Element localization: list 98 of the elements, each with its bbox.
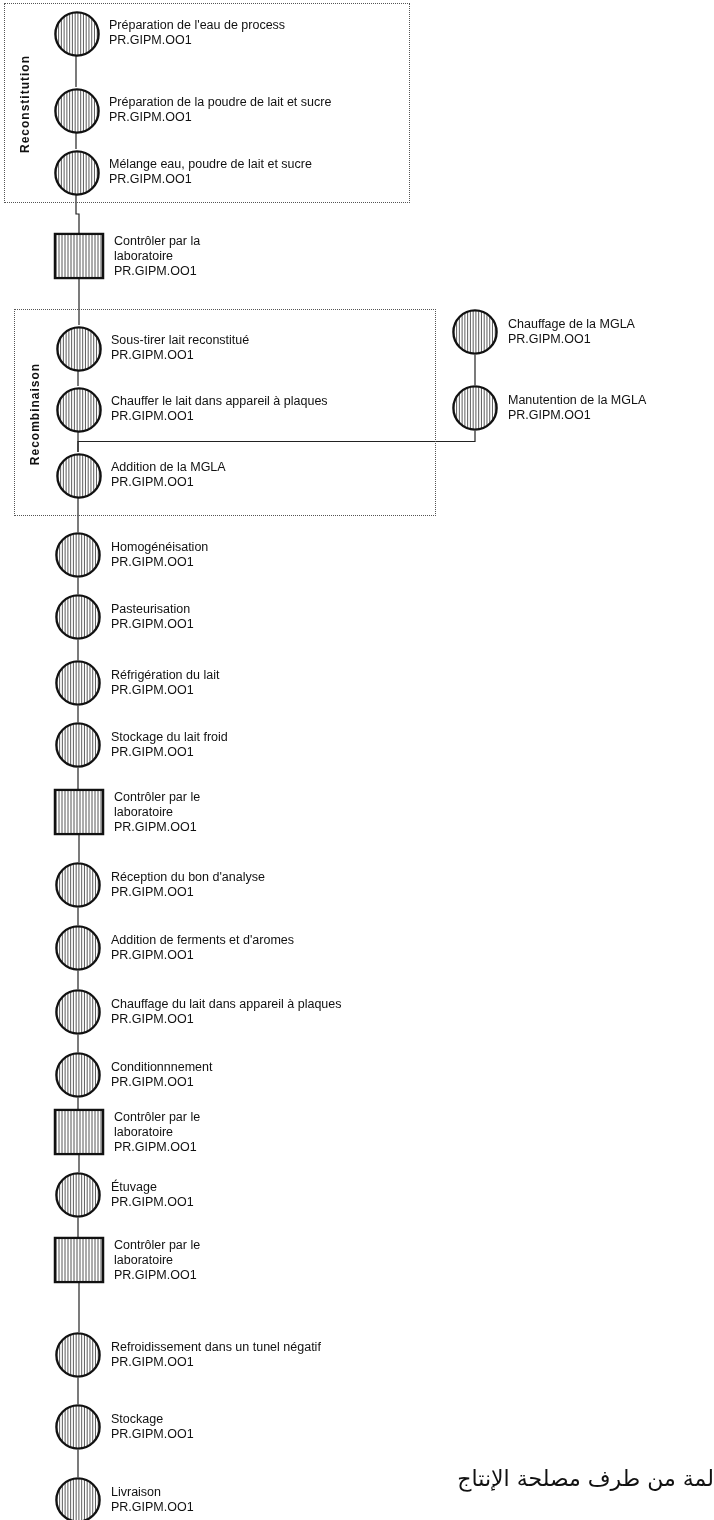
procedure-code: PR.GIPM.OO1 <box>111 409 194 424</box>
step-name: Conditionnnement <box>111 1060 213 1075</box>
group-title: Recombinaison <box>28 362 43 465</box>
connector-line <box>77 907 79 926</box>
procedure-code: PR.GIPM.OO1 <box>111 348 194 363</box>
procedure-code: PR.GIPM.OO1 <box>111 1500 194 1515</box>
process-circle <box>55 989 101 1035</box>
step-name: Addition de ferments et d'aromes <box>111 933 295 948</box>
process-circle <box>54 150 100 196</box>
step-name: Addition de la MGLA <box>111 460 226 475</box>
connector-line <box>77 767 79 790</box>
procedure-code: PR.GIPM.OO1 <box>111 1075 194 1090</box>
procedure-code: PR.GIPM.OO1 <box>109 33 192 48</box>
connector-line <box>77 1097 79 1110</box>
connector-line <box>78 278 80 326</box>
dashed-group-frame <box>4 3 410 203</box>
connector-line <box>77 1034 79 1053</box>
procedure-code: PR.GIPM.OO1 <box>111 1427 194 1442</box>
footer-note: لمة من طرف مصلحة الإنتاج <box>457 1466 714 1491</box>
step-name: Contrôler par le laboratoire <box>114 1237 202 1268</box>
procedure-code: PR.GIPM.OO1 <box>111 555 194 570</box>
procedure-code: PR.GIPM.OO1 <box>111 1355 194 1370</box>
connector-line <box>77 370 79 387</box>
process-circle <box>55 862 101 908</box>
process-circle <box>55 1404 101 1450</box>
connector-line <box>77 430 476 453</box>
process-circle <box>54 11 100 57</box>
process-circle <box>452 309 498 355</box>
step-name: Stockage du lait froid <box>111 730 228 745</box>
procedure-code: PR.GIPM.OO1 <box>111 885 194 900</box>
step-name: Contrôler par la laboratoire <box>114 233 202 264</box>
process-circle <box>55 1172 101 1218</box>
procedure-code: PR.GIPM.OO1 <box>508 332 591 347</box>
step-name: Pasteurisation <box>111 602 191 617</box>
connector-line <box>77 970 79 990</box>
step-name: Réception du bon d'analyse <box>111 870 265 885</box>
process-circle <box>55 532 101 578</box>
procedure-code: PR.GIPM.OO1 <box>111 1012 194 1027</box>
step-name: Contrôler par le laboratoire <box>114 1109 202 1140</box>
process-circle <box>55 925 101 971</box>
step-name: Réfrigération du lait <box>111 668 220 683</box>
step-name: Préparation de l'eau de process <box>109 18 286 33</box>
process-circle <box>56 326 102 372</box>
inspection-square <box>54 233 104 279</box>
procedure-code: PR.GIPM.OO1 <box>114 819 197 835</box>
connector-line <box>77 1217 79 1238</box>
process-circle <box>54 88 100 134</box>
step-name: Stockage <box>111 1412 164 1427</box>
procedure-code: PR.GIPM.OO1 <box>114 263 197 279</box>
procedure-code: PR.GIPM.OO1 <box>111 617 194 632</box>
procedure-code: PR.GIPM.OO1 <box>111 475 194 490</box>
step-name: Sous-tirer lait reconstitué <box>111 333 250 348</box>
connector-line <box>78 834 80 863</box>
procedure-code: PR.GIPM.OO1 <box>109 110 192 125</box>
connector-line <box>77 639 79 661</box>
step-name: Chauffer le lait dans appareil à plaques <box>111 394 328 409</box>
connector-line <box>77 1449 79 1478</box>
procedure-code: PR.GIPM.OO1 <box>508 408 591 423</box>
connector-line <box>474 354 476 386</box>
dashed-group-frame <box>14 309 436 516</box>
step-name: Mélange eau, poudre de lait et sucre <box>109 157 312 172</box>
connector-line <box>77 577 79 595</box>
connector-line <box>77 1377 79 1405</box>
procedure-code: PR.GIPM.OO1 <box>111 948 194 963</box>
procedure-code: PR.GIPM.OO1 <box>111 745 194 760</box>
inspection-square <box>54 789 104 835</box>
process-circle <box>55 1332 101 1378</box>
step-name: Étuvage <box>111 1180 157 1195</box>
step-name: Livraison <box>111 1485 162 1500</box>
connector-line <box>78 1282 80 1333</box>
procedure-code: PR.GIPM.OO1 <box>114 1139 197 1155</box>
connector-line <box>75 132 77 150</box>
procedure-code: PR.GIPM.OO1 <box>111 1195 194 1210</box>
step-name: Préparation de la poudre de lait et sucre <box>109 95 332 110</box>
step-name: Chauffage de la MGLA <box>508 317 635 332</box>
group-title: Reconstitution <box>18 55 32 153</box>
procedure-code: PR.GIPM.OO1 <box>111 683 194 698</box>
procedure-code: PR.GIPM.OO1 <box>114 1267 197 1283</box>
inspection-square <box>54 1109 104 1155</box>
step-name: Chauffage du lait dans appareil à plaques <box>111 997 342 1012</box>
process-circle <box>452 385 498 431</box>
process-circle <box>55 594 101 640</box>
inspection-square <box>54 1237 104 1283</box>
step-name: Contrôler par le laboratoire <box>114 789 202 820</box>
process-circle <box>55 1052 101 1098</box>
connector-line <box>75 55 77 88</box>
process-circle <box>56 387 102 433</box>
process-circle <box>55 660 101 706</box>
process-circle <box>55 722 101 768</box>
step-name: Refroidissement dans un tunel négatif <box>111 1340 321 1355</box>
connector-line <box>77 705 79 723</box>
connector-line <box>75 194 80 234</box>
procedure-code: PR.GIPM.OO1 <box>109 172 192 187</box>
connector-line <box>77 497 79 533</box>
step-name: Homogénéisation <box>111 540 209 555</box>
step-name: Manutention de la MGLA <box>508 393 647 408</box>
connector-line <box>78 1154 80 1173</box>
process-circle <box>56 453 102 499</box>
